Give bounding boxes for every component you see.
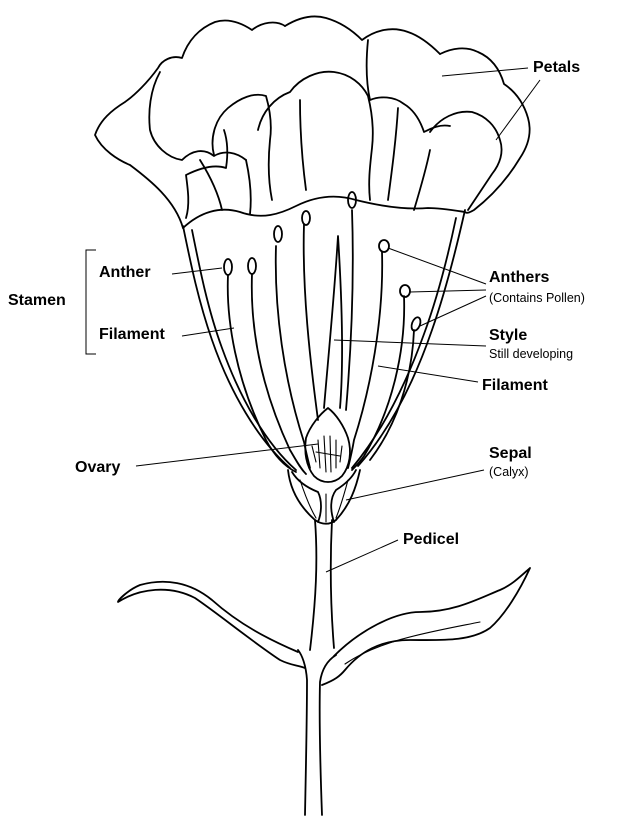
stamen-label: Stamen [8, 293, 66, 309]
filament-left-label: Filament [99, 327, 165, 343]
petal-center-left [213, 95, 272, 200]
anthers-leader-2 [410, 290, 486, 292]
filament-5 [346, 210, 353, 410]
anther-8 [410, 316, 422, 332]
sepal-label: Sepal [489, 446, 532, 462]
throat-rim [183, 197, 465, 228]
anthers-leader-1 [388, 248, 486, 284]
petal-back-left [95, 20, 285, 228]
petal-back-right [440, 48, 530, 212]
stem [298, 650, 307, 815]
anther-label: Anther [99, 265, 151, 281]
style [324, 236, 342, 408]
style-leader [334, 340, 486, 346]
right-leaf-vein [345, 622, 480, 664]
filament-right-leader [378, 366, 478, 382]
filament-right-label: Filament [482, 378, 548, 394]
sepal-note: (Calyx) [489, 466, 529, 479]
anther-6 [379, 240, 389, 252]
petal-center-right [367, 40, 450, 132]
pedicel-label: Pedicel [403, 532, 459, 548]
anthers-label: Anthers [489, 270, 549, 286]
ovary-leader [136, 444, 318, 466]
filament-4 [304, 224, 318, 420]
left-leaf [118, 582, 305, 668]
anther-3 [274, 226, 282, 242]
receptacle [288, 470, 360, 524]
anther-leader [172, 268, 222, 274]
right-leaf [322, 568, 530, 685]
petals-leader-2 [496, 80, 540, 140]
petals-label: Petals [533, 60, 580, 76]
style-label: Style [489, 328, 527, 344]
petal-left [149, 72, 246, 160]
anther-4 [302, 211, 310, 225]
filament-2 [252, 274, 306, 474]
anthers-note: (Contains Pollen) [489, 292, 585, 305]
style-note: Still developing [489, 348, 573, 361]
filament-8 [370, 330, 414, 460]
anther-7 [400, 285, 410, 297]
stamen-bracket [86, 250, 96, 354]
anthers-leader-3 [420, 296, 486, 326]
anther-2 [248, 258, 256, 274]
pedicel-shape [310, 520, 334, 650]
anther-1 [224, 259, 232, 275]
sepal-leader [346, 470, 484, 500]
pedicel-leader [326, 540, 398, 572]
petal-back-center [285, 16, 440, 54]
petal-inner-crease [200, 100, 430, 214]
petals-leader-1 [442, 68, 528, 76]
petal-center [258, 72, 373, 200]
ovary-label: Ovary [75, 460, 120, 476]
corolla-left-edge-inner [192, 230, 296, 470]
ovary-hatching [312, 436, 342, 472]
